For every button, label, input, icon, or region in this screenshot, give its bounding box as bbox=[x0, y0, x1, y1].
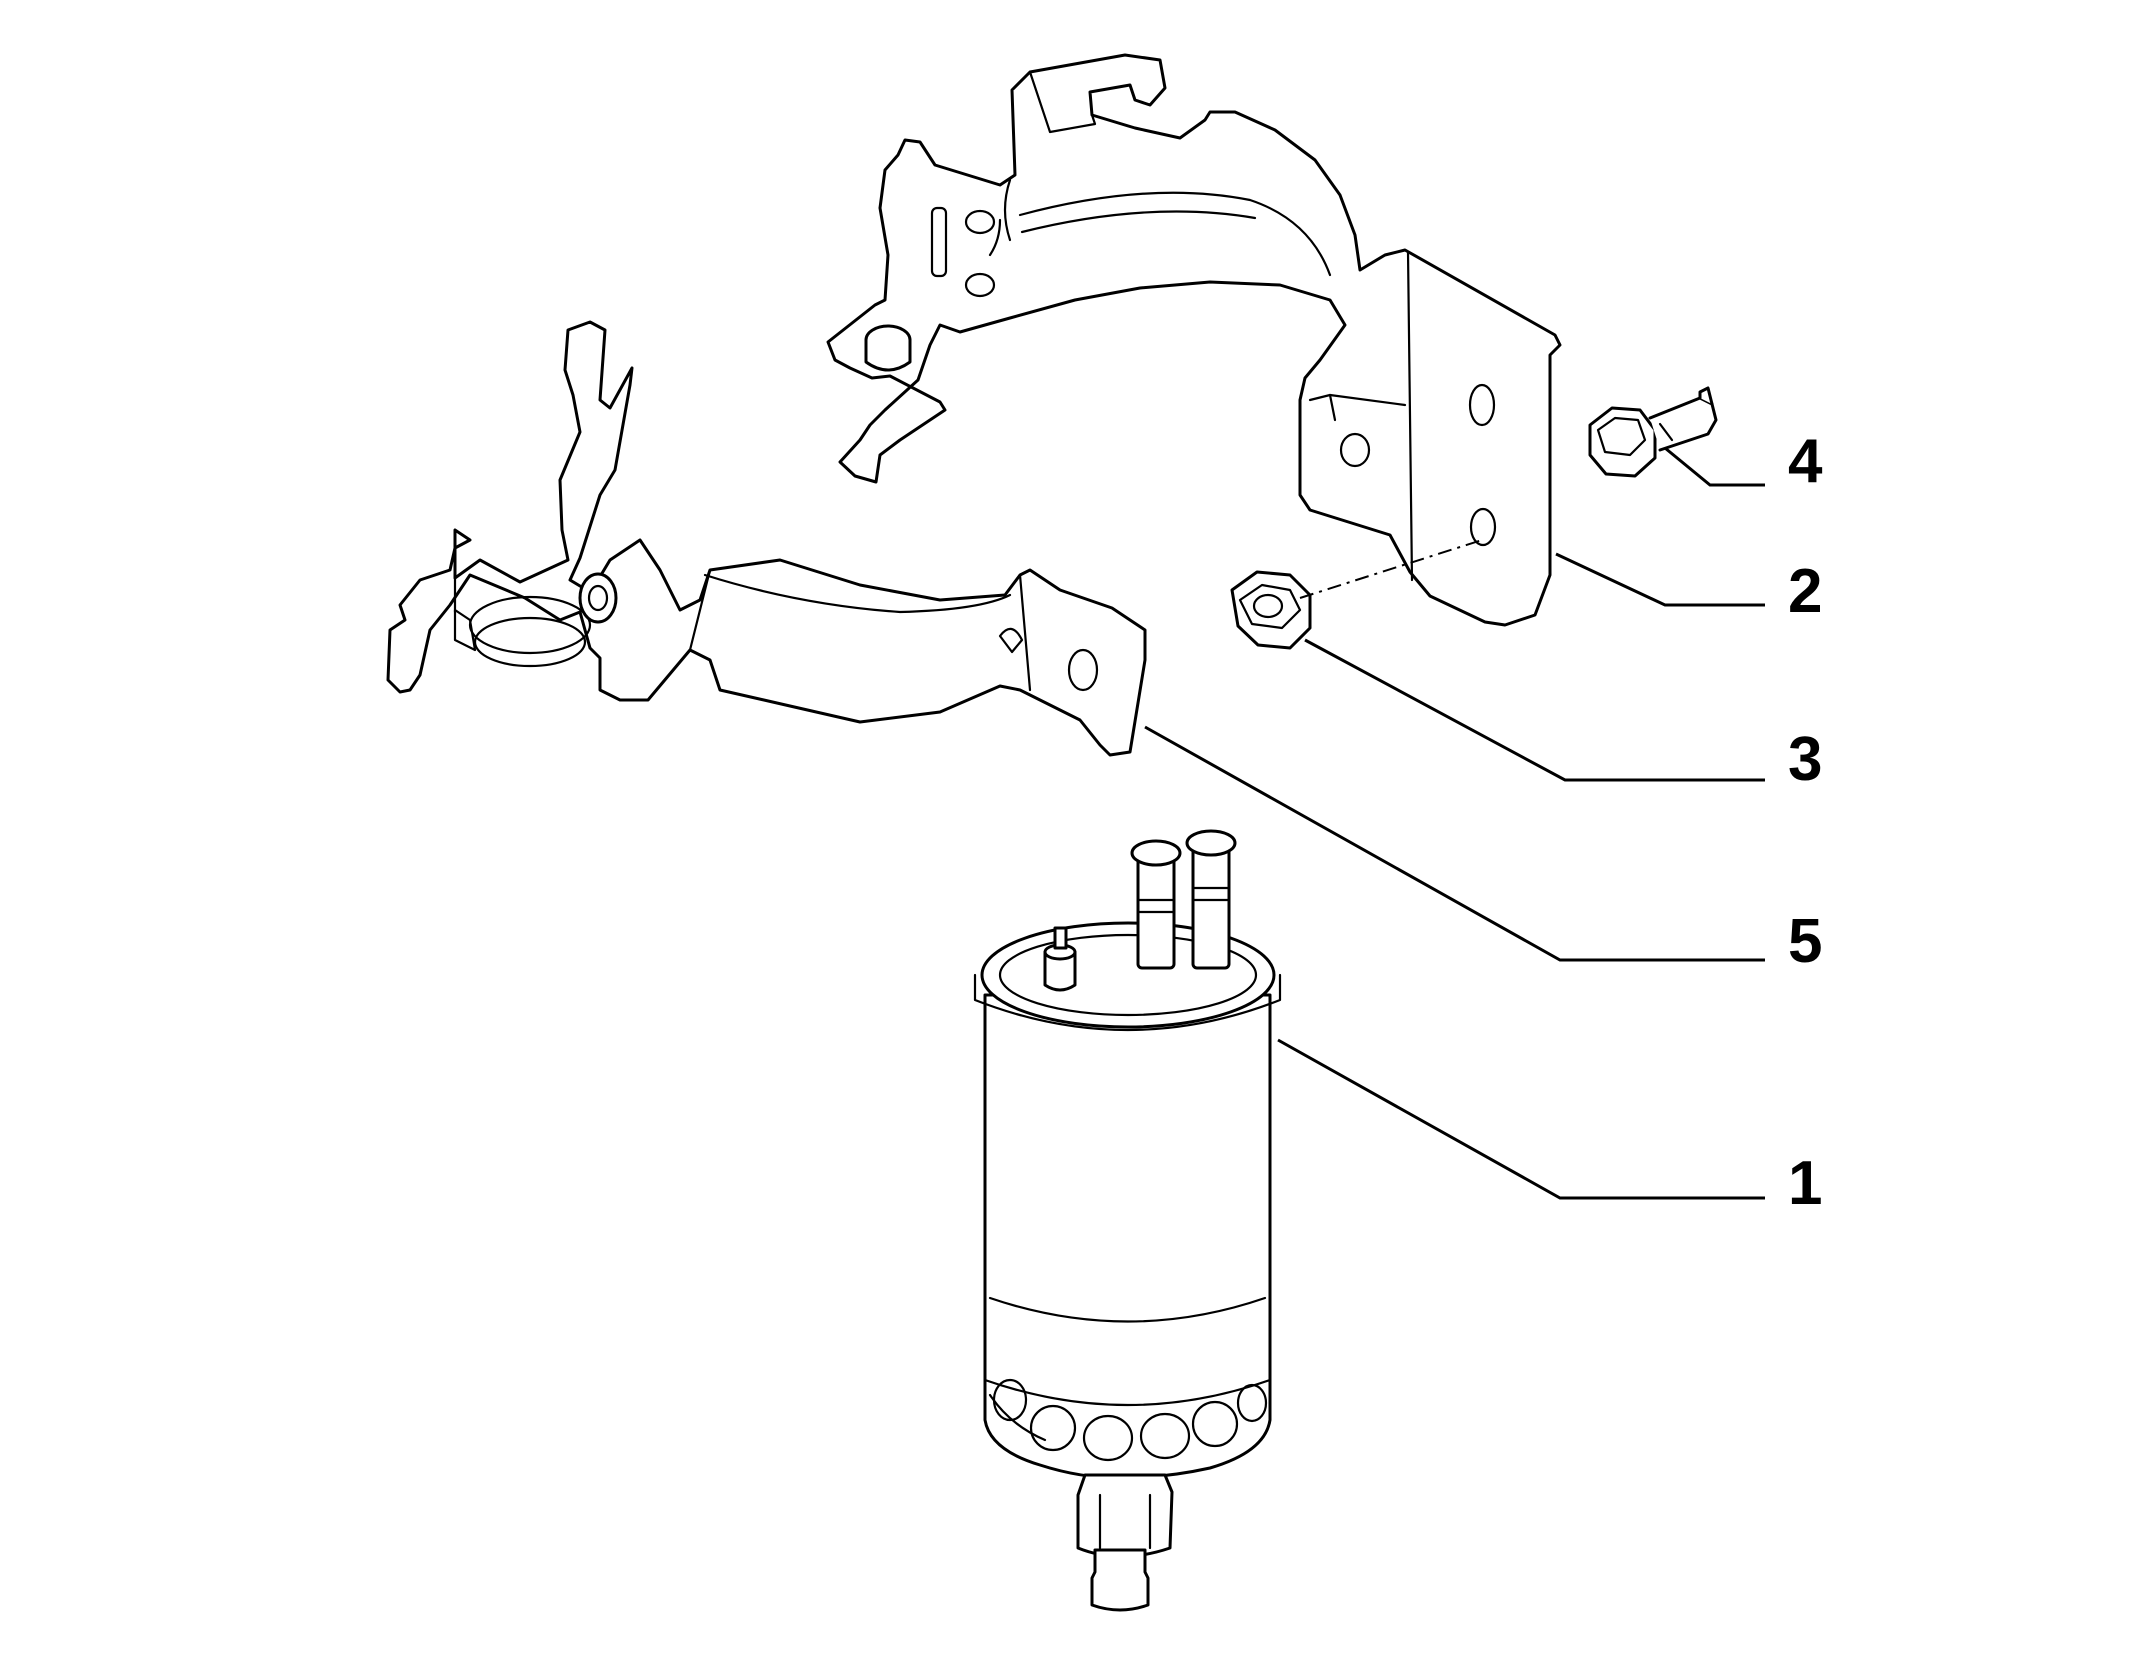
leader-line-5 bbox=[1144, 725, 1765, 962]
bolt bbox=[1588, 386, 1718, 478]
callouts: 4 2 3 5 1 bbox=[1788, 427, 1823, 1218]
leader-line-1 bbox=[1277, 1038, 1765, 1200]
callout-4: 4 bbox=[1788, 427, 1823, 496]
callout-3: 3 bbox=[1788, 725, 1822, 794]
upper-bracket bbox=[826, 53, 1562, 627]
lower-bracket bbox=[386, 320, 1147, 757]
fuel-filter bbox=[973, 829, 1282, 1612]
callout-2: 2 bbox=[1788, 557, 1822, 626]
callout-5: 5 bbox=[1788, 907, 1822, 976]
leader-line-4 bbox=[1664, 446, 1765, 487]
assembly-axis bbox=[1299, 539, 1483, 599]
callout-1: 1 bbox=[1788, 1149, 1822, 1218]
leader-line-3 bbox=[1304, 638, 1765, 782]
leader-lines bbox=[1144, 446, 1765, 1200]
leader-line-2 bbox=[1555, 552, 1765, 607]
nut bbox=[1230, 570, 1312, 650]
